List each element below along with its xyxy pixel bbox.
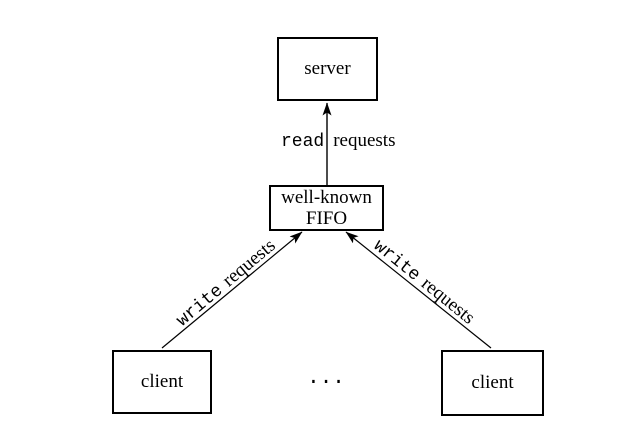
client-right-label: client [471, 372, 514, 393]
write-requests-arrow-left [161, 231, 303, 349]
server-label: server [304, 58, 351, 79]
client-right-node: client [441, 350, 544, 416]
clients-ellipsis: ... [307, 367, 345, 390]
read-label-noun: requests [333, 130, 396, 151]
read-requests-label: read requests [281, 130, 395, 152]
fifo-label-line1: well-known [281, 187, 372, 208]
write-requests-arrow-right [345, 231, 492, 349]
client-left-label: client [140, 371, 184, 392]
client-left-node: client [112, 350, 212, 414]
server-node: server [277, 37, 378, 101]
read-label-verb: read [281, 132, 325, 152]
fifo-label-line2: FIFO [305, 208, 348, 229]
fifo-node: well-known FIFO [269, 185, 384, 231]
